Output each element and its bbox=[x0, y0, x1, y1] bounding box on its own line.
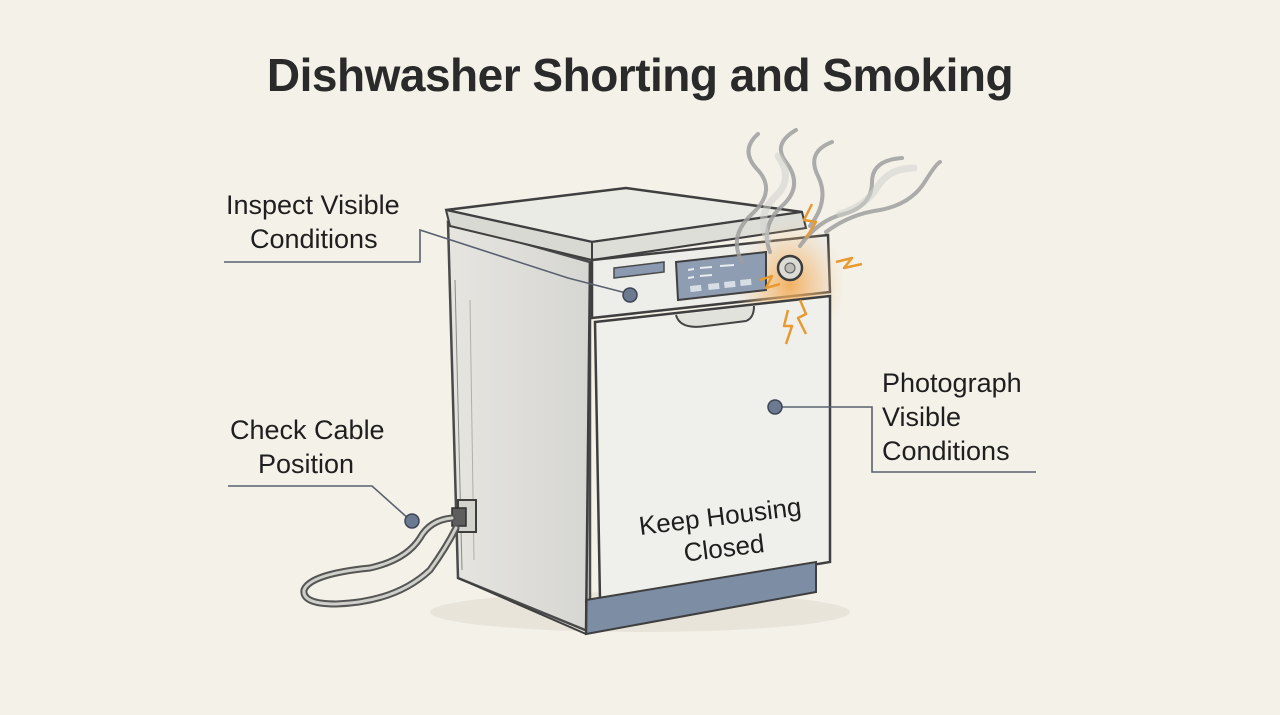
callout-cable-line1: Check Cable bbox=[230, 415, 385, 445]
callout-cable: Check Cable Position bbox=[230, 413, 385, 481]
photograph-marker-dot bbox=[767, 399, 783, 415]
callout-inspect-line1: Inspect Visible bbox=[226, 190, 400, 220]
power-cable bbox=[300, 514, 460, 608]
page-title: Dishwasher Shorting and Smoking bbox=[266, 49, 1014, 101]
spark-bolts bbox=[759, 203, 863, 345]
callout-leaders bbox=[224, 228, 1036, 521]
callout-photograph: Photograph Visible Conditions bbox=[882, 366, 1022, 468]
callout-photograph-line1: Photograph bbox=[882, 368, 1022, 398]
callout-photograph-line2: Visible bbox=[882, 402, 962, 432]
callout-inspect-line2: Conditions bbox=[250, 224, 378, 254]
side-panel bbox=[446, 220, 592, 634]
cable-marker-dot bbox=[404, 513, 420, 529]
door-panel bbox=[593, 294, 832, 602]
callout-photograph-line3: Conditions bbox=[882, 436, 1010, 466]
callout-inspect: Inspect Visible Conditions bbox=[226, 188, 400, 256]
door-handle bbox=[675, 305, 755, 328]
callout-cable-line2: Position bbox=[258, 449, 355, 479]
inspect-marker-dot bbox=[622, 287, 638, 303]
